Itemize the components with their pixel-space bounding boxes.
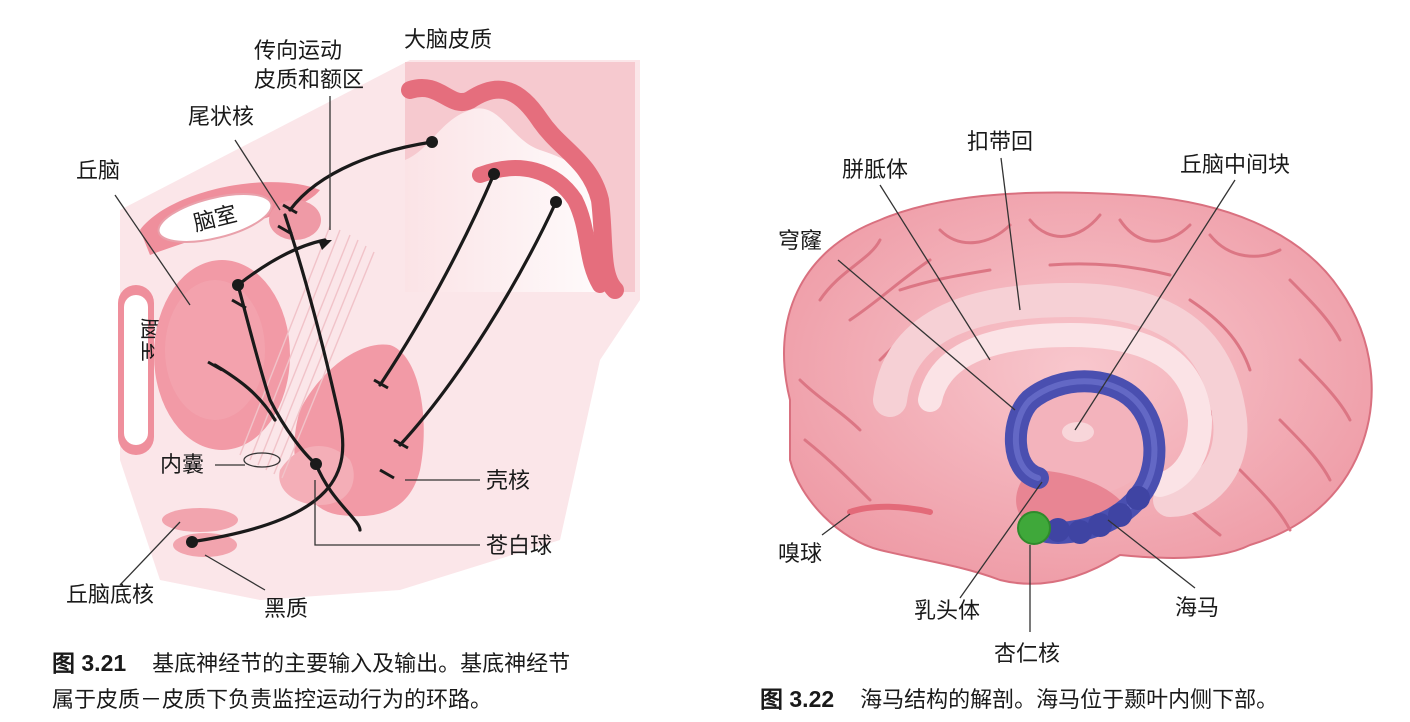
- interthalamic-adhesion: [1062, 422, 1094, 442]
- globus-pallidus-label: 苍白球: [486, 534, 552, 559]
- cortex-folds: [405, 62, 635, 292]
- caption-3-22-number: 图 3.22: [760, 686, 835, 712]
- caption-3-22-text: 海马结构的解剖。海马位于颞叶内侧下部。: [860, 688, 1279, 713]
- caption-3-21-line2: 属于皮质－皮质下负责监控运动行为的环路。: [52, 688, 493, 713]
- cingulate-gyrus: [873, 282, 1248, 517]
- caption-3-21: 图 3.21 基底神经节的主要输入及输出。基底神经节 属于皮质－皮质下负责监控运动…: [52, 645, 570, 719]
- arrow-head: [318, 240, 332, 250]
- olfactory-bulb-label: 嗅球: [778, 542, 822, 567]
- subthalamic-shape: [162, 508, 238, 532]
- cortex-gray-matter: [401, 79, 624, 299]
- basal-ganglia-diagram: 脑室 脑室: [66, 28, 640, 622]
- globus-pallidus-shape: [279, 446, 354, 505]
- synapse-terminals: [207, 203, 409, 480]
- corpus-callosum-label: 胼胝体: [842, 158, 908, 183]
- interthalamic-label: 丘脑中间块: [1180, 153, 1290, 178]
- caudate-label: 尾状核: [188, 105, 254, 130]
- motor-cortex-label-2: 皮质和额区: [254, 68, 364, 93]
- substantia-nigra-label: 黑质: [264, 597, 308, 622]
- fornix-label: 穹窿: [778, 229, 822, 254]
- caption-3-21-number: 图 3.21: [52, 650, 127, 676]
- hippocampus-label: 海马: [1175, 596, 1219, 621]
- pathway-endpoints: [186, 136, 562, 548]
- putamen-label: 壳核: [486, 469, 530, 494]
- hippocampus-segments: [1046, 486, 1150, 544]
- left-leader-lines: [114, 96, 480, 591]
- pathway-lines: [188, 140, 558, 544]
- caption-3-21-line1: 基底神经节的主要输入及输出。基底神经节: [152, 652, 571, 677]
- thalamus-inner: [165, 280, 265, 420]
- amygdala-label: 杏仁核: [994, 642, 1060, 667]
- internal-capsule-fibres: [239, 225, 375, 479]
- thalamus-label: 丘脑: [76, 159, 120, 184]
- hippocampus-diagram: 扣带回 胼胝体 丘脑中间块 穹窿 嗅球 乳头体 海马 杏仁核: [778, 130, 1373, 667]
- olfactory-bulb: [847, 503, 933, 515]
- motor-cortex-label-1: 传向运动: [254, 39, 342, 64]
- caption-3-22: 图 3.22 海马结构的解剖。海马位于颞叶内侧下部。: [760, 681, 1278, 719]
- subthalamic-label: 丘脑底核: [66, 583, 154, 608]
- cerebral-cortex-label: 大脑皮质: [404, 28, 492, 53]
- amygdala: [1017, 511, 1051, 545]
- cingulate-label: 扣带回: [967, 130, 1033, 155]
- cortex-gyrus: [472, 160, 608, 293]
- ventricle-side-cavity: [124, 295, 148, 445]
- ventricle-top-cavity: [157, 193, 273, 243]
- mammillary-label: 乳头体: [914, 599, 980, 624]
- corpus-callosum: [918, 322, 1213, 497]
- right-leader-lines: [821, 157, 1236, 632]
- internal-capsule-label: 内囊: [160, 453, 204, 478]
